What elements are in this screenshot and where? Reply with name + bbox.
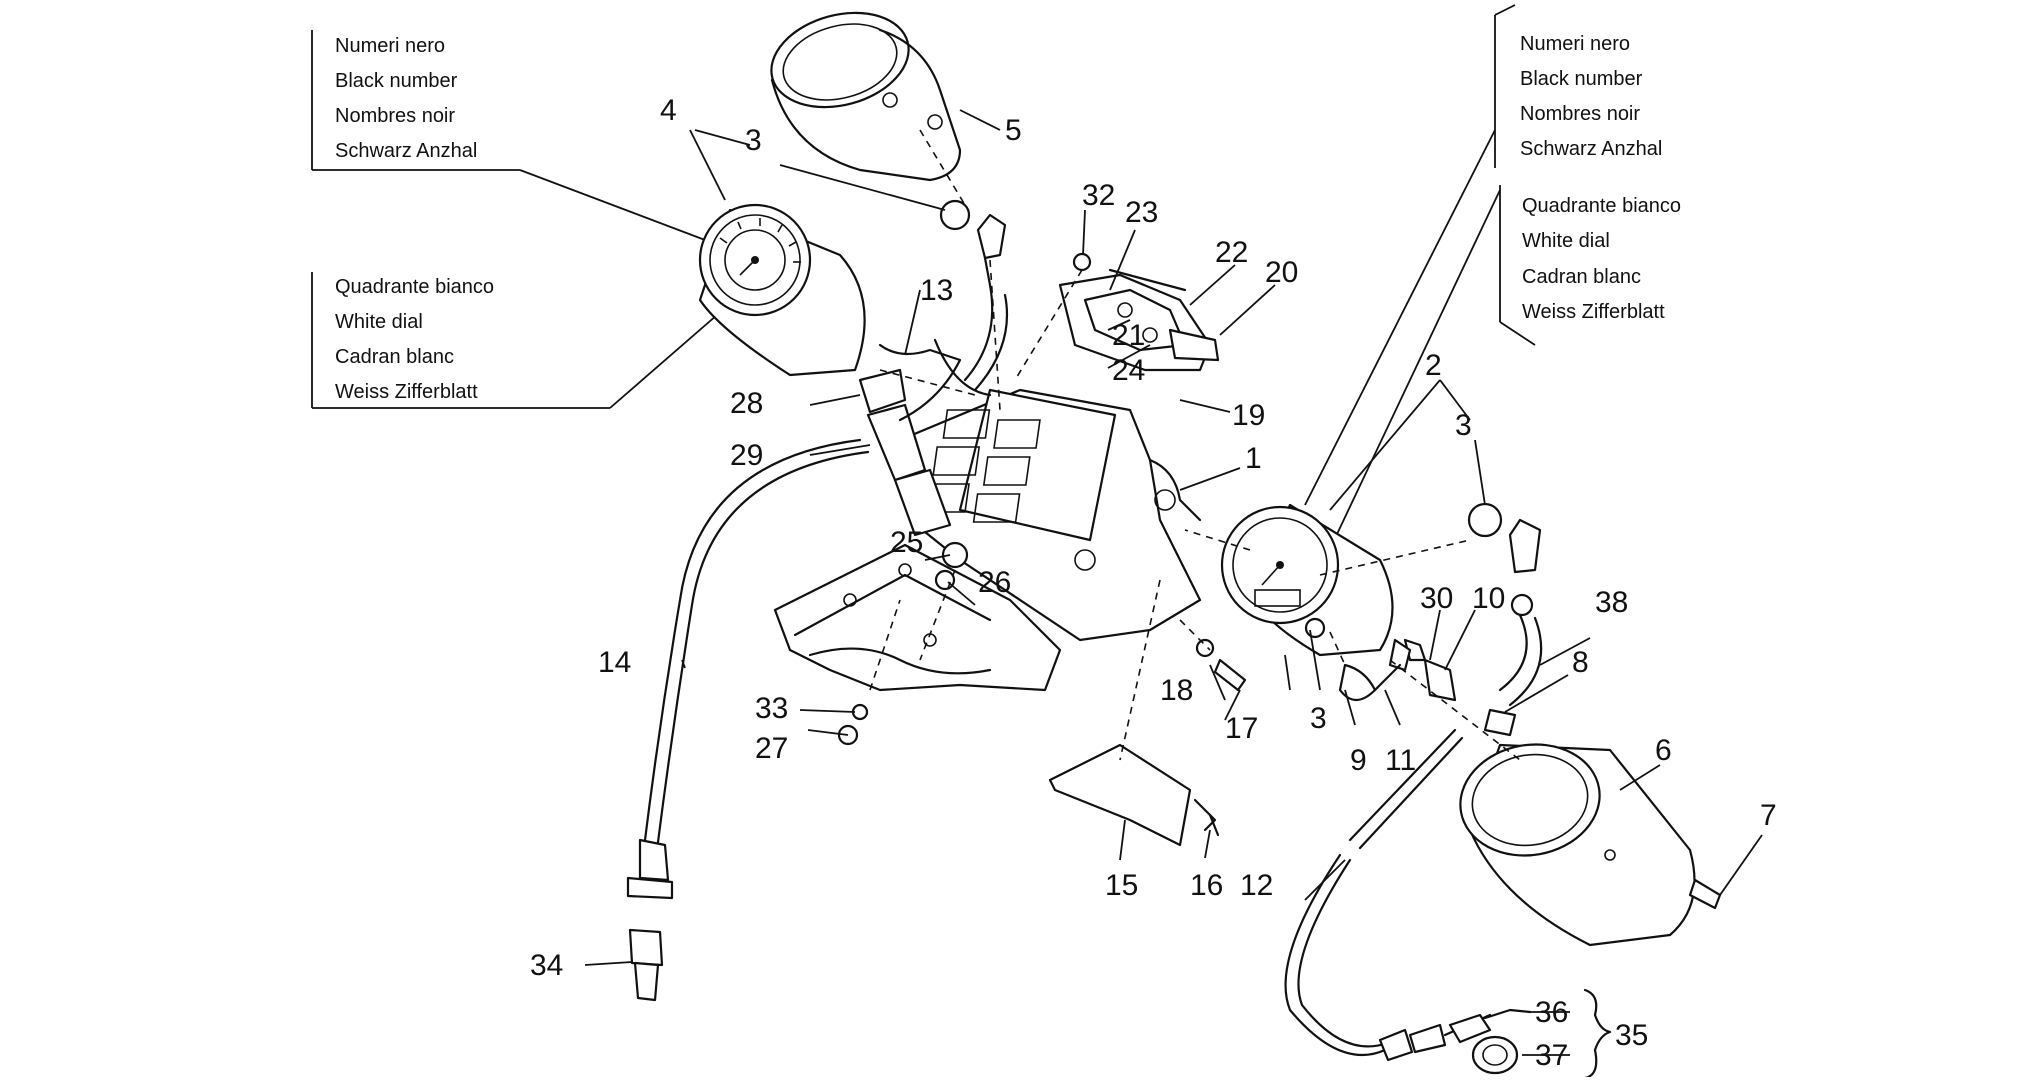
- legend-right-black-line-1: Numeri nero: [1520, 33, 1630, 55]
- part-label-7: 7: [1760, 799, 1777, 832]
- part-label-30: 30: [1420, 582, 1453, 615]
- legend-right-black-line-3: Nombres noir: [1520, 103, 1640, 125]
- part-label-2: 2: [1425, 349, 1442, 382]
- part-3-left-bulb-holder: [939, 199, 1009, 392]
- legend-right-white-dial: Quadrante bianco White dial Cadran blanc…: [1499, 185, 1681, 346]
- legend-left-white-line-3: Cadran blanc: [335, 346, 454, 368]
- part-5-gauge-housing: [770, 11, 962, 182]
- part-label-13: 13: [920, 274, 953, 307]
- part-label-35: 35: [1615, 1019, 1648, 1052]
- part-17-18-screw: [1195, 638, 1247, 692]
- legend-right-white-line-1: Quadrante bianco: [1522, 195, 1681, 217]
- part-2-right-gauge: [1220, 503, 1394, 657]
- part-label-37: 37: [1535, 1039, 1568, 1072]
- part-label-14: 14: [598, 646, 631, 679]
- part-label-11: 11: [1385, 744, 1416, 777]
- legend-left-black-number: Numeri nero Black number Nombres noir Sc…: [311, 30, 520, 171]
- part-label-16: 16: [1190, 869, 1223, 902]
- part-13-clamp: [878, 338, 992, 422]
- part-label-29: 29: [730, 439, 763, 472]
- legend-right-black-line-2: Black number: [1520, 68, 1643, 90]
- central-console-body: [898, 388, 1202, 642]
- parts-36-37-cable-end: [1448, 988, 1612, 1080]
- part-4-left-gauge: [698, 203, 866, 377]
- part-3-right-bulb-holder: [1467, 502, 1543, 707]
- warning-light-cells: [922, 409, 1041, 523]
- part-label-5: 5: [1005, 114, 1022, 147]
- legend-left-black-line-2: Black number: [335, 70, 458, 92]
- part-label-22: 22: [1215, 236, 1248, 269]
- part-label-15: 15: [1105, 869, 1138, 902]
- part-label-20: 20: [1265, 256, 1298, 289]
- legend-right-white-line-2: White dial: [1522, 230, 1610, 252]
- legend-left-black-line-1: Numeri nero: [335, 35, 445, 57]
- legend-right-white-line-3: Cadran blanc: [1522, 266, 1641, 288]
- part-label-12: 12: [1240, 869, 1273, 902]
- part-label-3-top: 3: [745, 124, 762, 157]
- part-number-labels: 4 3 5 32 23 22 20 21 24 19 1 13 28 29 2 …: [530, 94, 1777, 1072]
- part-label-23: 23: [1125, 196, 1158, 229]
- part-label-26: 26: [978, 566, 1011, 599]
- part-label-17: 17: [1225, 712, 1258, 745]
- legend-right-black-number: Numeri nero Black number Nombres noir Sc…: [1494, 4, 1662, 168]
- part-leader-lines: [584, 109, 1763, 1056]
- part-6-gauge-housing: [1459, 743, 1722, 947]
- part-label-34: 34: [530, 949, 563, 982]
- part-label-24: 24: [1112, 354, 1145, 387]
- part-label-3-right: 3: [1455, 409, 1472, 442]
- part-label-25: 25: [890, 526, 923, 559]
- part-14-tachometer-cable: [626, 438, 870, 900]
- part-34-drive-fitting: [628, 928, 664, 1002]
- part-label-38: 38: [1595, 586, 1628, 619]
- legend-left-white-line-2: White dial: [335, 311, 423, 333]
- left-gauge-tick-marks: [719, 218, 801, 263]
- part-label-32: 32: [1082, 179, 1115, 212]
- part-label-3-bottom: 3: [1310, 702, 1327, 735]
- legend-left-black-line-3: Nombres noir: [335, 105, 455, 127]
- part-12-speedometer-cable: [1284, 728, 1492, 1062]
- part-label-4: 4: [660, 94, 677, 127]
- part-label-28: 28: [730, 387, 763, 420]
- legend-left-black-line-4: Schwarz Anzhal: [335, 140, 477, 162]
- legend-left-white-dial: Quadrante bianco White dial Cadran blanc…: [311, 272, 610, 409]
- part-label-36: 36: [1535, 996, 1568, 1029]
- part-label-18: 18: [1160, 674, 1193, 707]
- legend-left-white-line-4: Weiss Zifferblatt: [335, 381, 478, 403]
- legend-left-white-line-1: Quadrante bianco: [335, 276, 494, 298]
- parts-8-11-fittings: [1304, 617, 1517, 737]
- part-label-21: 21: [1112, 319, 1145, 352]
- part-28-29-switch-block: [858, 368, 952, 537]
- part-label-33: 33: [755, 692, 788, 725]
- part-15-cover-plate: [1048, 743, 1220, 847]
- assembly-guide-lines: [869, 129, 1521, 761]
- part-label-27: 27: [755, 732, 788, 765]
- legend-right-white-line-4: Weiss Zifferblatt: [1522, 301, 1665, 323]
- part-label-1: 1: [1245, 442, 1262, 475]
- part-19-bracket: [1058, 252, 1220, 372]
- part-label-6: 6: [1655, 734, 1672, 767]
- lower-bracket-cover: [773, 541, 1062, 746]
- part-label-9: 9: [1350, 744, 1367, 777]
- part-label-19: 19: [1232, 399, 1265, 432]
- part-label-8: 8: [1572, 646, 1589, 679]
- part-label-10: 10: [1472, 582, 1505, 615]
- legend-right-black-line-4: Schwarz Anzhal: [1520, 138, 1662, 160]
